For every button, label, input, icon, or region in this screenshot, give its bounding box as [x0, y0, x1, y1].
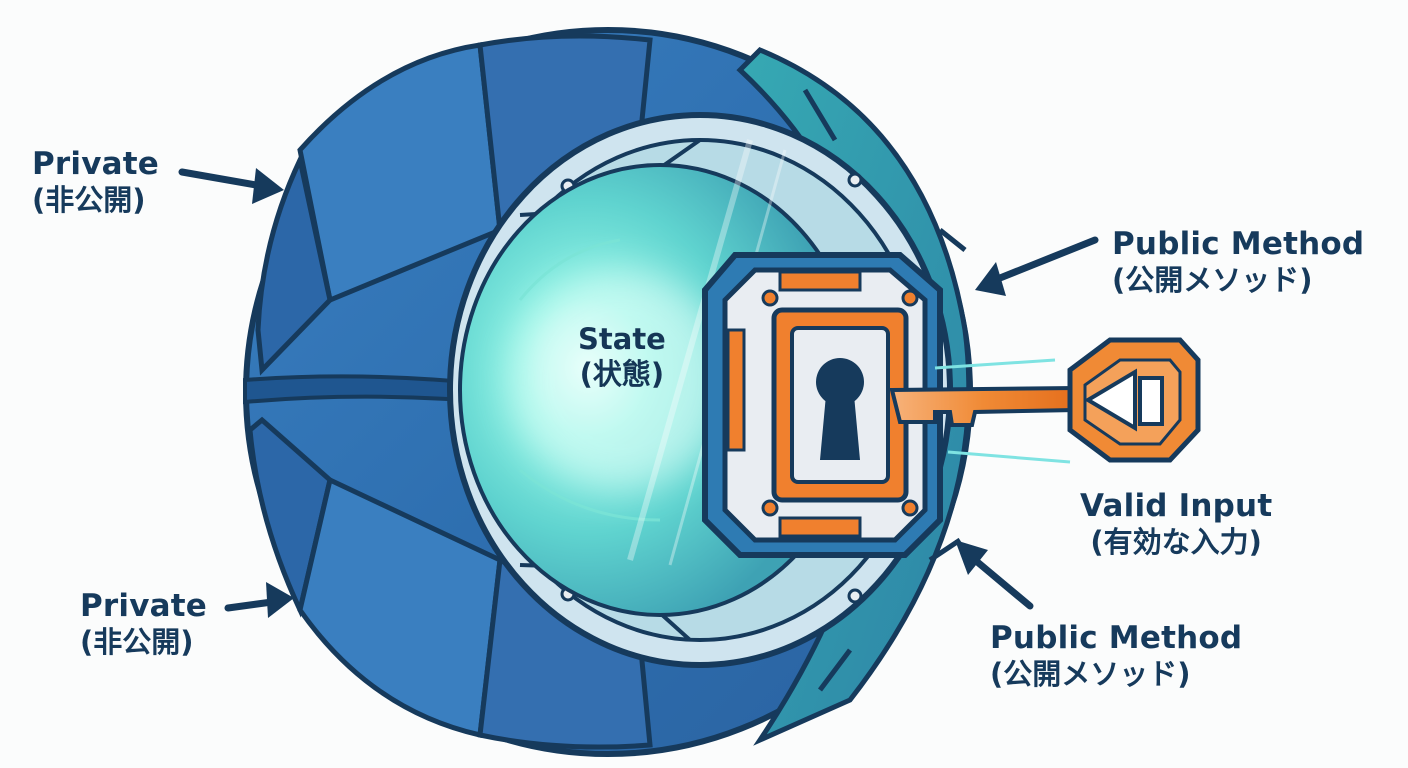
arrow-private-top — [178, 168, 284, 204]
label-private-bottom: Private (非公開) — [80, 588, 207, 659]
label-private-top: Private (非公開) — [32, 146, 159, 217]
label-valid-input: Valid Input (有効な入力) — [1080, 488, 1272, 559]
key-icon — [889, 337, 1201, 464]
arrow-private-bottom — [224, 582, 294, 618]
label-state-subtitle: (状態) — [579, 356, 665, 391]
label-public-top-subtitle: (公開メソッド) — [1112, 262, 1313, 297]
label-valid-input-title: Valid Input — [1080, 488, 1273, 524]
label-private-bottom-subtitle: (非公開) — [80, 624, 194, 659]
label-valid-input-subtitle: (有効な入力) — [1090, 524, 1262, 559]
label-private-top-subtitle: (非公開) — [32, 182, 146, 217]
label-public-bottom-title: Public Method — [990, 620, 1243, 656]
label-public-top-title: Public Method — [1112, 226, 1365, 262]
label-public-top: Public Method (公開メソッド) — [1112, 226, 1364, 297]
keyhole-lock-icon — [702, 252, 943, 558]
label-public-bottom-subtitle: (公開メソッド) — [990, 656, 1191, 691]
arrow-public-bottom — [955, 540, 1034, 610]
label-state-title: State — [578, 322, 666, 356]
label-private-bottom-title: Private — [80, 588, 208, 624]
label-state: State (状態) — [578, 322, 666, 392]
arrow-public-top — [975, 236, 1099, 296]
label-private-top-title: Private — [32, 146, 160, 182]
label-public-bottom: Public Method (公開メソッド) — [990, 620, 1242, 691]
